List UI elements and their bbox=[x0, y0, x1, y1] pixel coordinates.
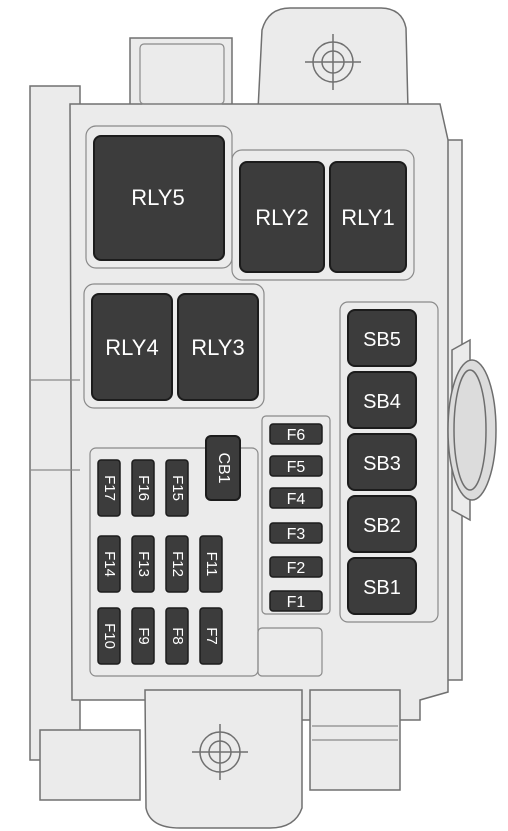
fuse-label-f12: F12 bbox=[169, 551, 186, 577]
fuse-label-f8: F8 bbox=[169, 627, 186, 645]
fuse-f12 bbox=[165, 535, 189, 593]
relay-rly1 bbox=[329, 161, 407, 273]
fuse-label-sb5: SB5 bbox=[363, 329, 401, 351]
relay-rly5 bbox=[93, 135, 225, 261]
circuit-breaker-cb1 bbox=[205, 435, 241, 501]
fuse-f2 bbox=[269, 556, 323, 578]
fuse-label-f14: F14 bbox=[101, 551, 118, 577]
fuse-label-f11: F11 bbox=[203, 552, 220, 577]
fuse-label-f5: F5 bbox=[287, 459, 306, 476]
fuse-sb2 bbox=[347, 495, 417, 553]
relay-rly3 bbox=[177, 293, 259, 401]
housing-details bbox=[30, 43, 439, 741]
fuse-f11 bbox=[199, 535, 223, 593]
fuse-f10 bbox=[97, 607, 121, 665]
fuse-f7 bbox=[199, 607, 223, 665]
fuse-f1 bbox=[269, 590, 323, 612]
fuse-label-f6: F6 bbox=[287, 427, 306, 444]
circuit-breaker-label-cb1: CB1 bbox=[215, 452, 232, 483]
fuse-label-sb1: SB1 bbox=[363, 577, 401, 599]
relay-label-rly1: RLY1 bbox=[341, 205, 394, 230]
fuse-f15 bbox=[165, 459, 189, 517]
fuse-label-f7: F7 bbox=[203, 627, 220, 645]
fuse-f3 bbox=[269, 522, 323, 544]
fuse-f17 bbox=[97, 459, 121, 517]
fuse-label-f2: F2 bbox=[287, 560, 306, 577]
fuse-label-f17: F17 bbox=[101, 475, 118, 501]
fuse-label-f4: F4 bbox=[287, 491, 306, 508]
fuse-label-f1: F1 bbox=[287, 594, 306, 611]
fuse-label-f13: F13 bbox=[135, 551, 152, 577]
fuse-f16 bbox=[131, 459, 155, 517]
fuse-label-sb3: SB3 bbox=[363, 453, 401, 475]
fuse-label-f10: F10 bbox=[101, 623, 118, 649]
fuse-label-f3: F3 bbox=[287, 526, 306, 543]
relay-label-rly5: RLY5 bbox=[131, 185, 184, 210]
fuse-sb1 bbox=[347, 557, 417, 615]
fuse-sb4 bbox=[347, 371, 417, 429]
relay-label-rly3: RLY3 bbox=[191, 335, 244, 360]
mounting-hole-bottom bbox=[192, 724, 248, 780]
fuse-label-sb4: SB4 bbox=[363, 391, 401, 413]
relay-rly2 bbox=[239, 161, 325, 273]
fuse-sb5 bbox=[347, 309, 417, 367]
fuse-label-f16: F16 bbox=[135, 475, 152, 501]
fuse-f8 bbox=[165, 607, 189, 665]
relay-rly4 bbox=[91, 293, 173, 401]
fuse-label-f9: F9 bbox=[135, 627, 152, 645]
fuse-f6 bbox=[269, 423, 323, 445]
fuse-label-f15: F15 bbox=[169, 475, 186, 501]
fuse-f5 bbox=[269, 455, 323, 477]
mounting-hole-top bbox=[305, 34, 361, 90]
fuse-f14 bbox=[97, 535, 121, 593]
fuse-f9 bbox=[131, 607, 155, 665]
fuse-f13 bbox=[131, 535, 155, 593]
fuse-f4 bbox=[269, 487, 323, 509]
fuse-sb3 bbox=[347, 433, 417, 491]
fuse-label-sb2: SB2 bbox=[363, 515, 401, 537]
round-connector bbox=[447, 359, 497, 501]
relay-label-rly4: RLY4 bbox=[105, 335, 158, 360]
relay-label-rly2: RLY2 bbox=[255, 205, 308, 230]
